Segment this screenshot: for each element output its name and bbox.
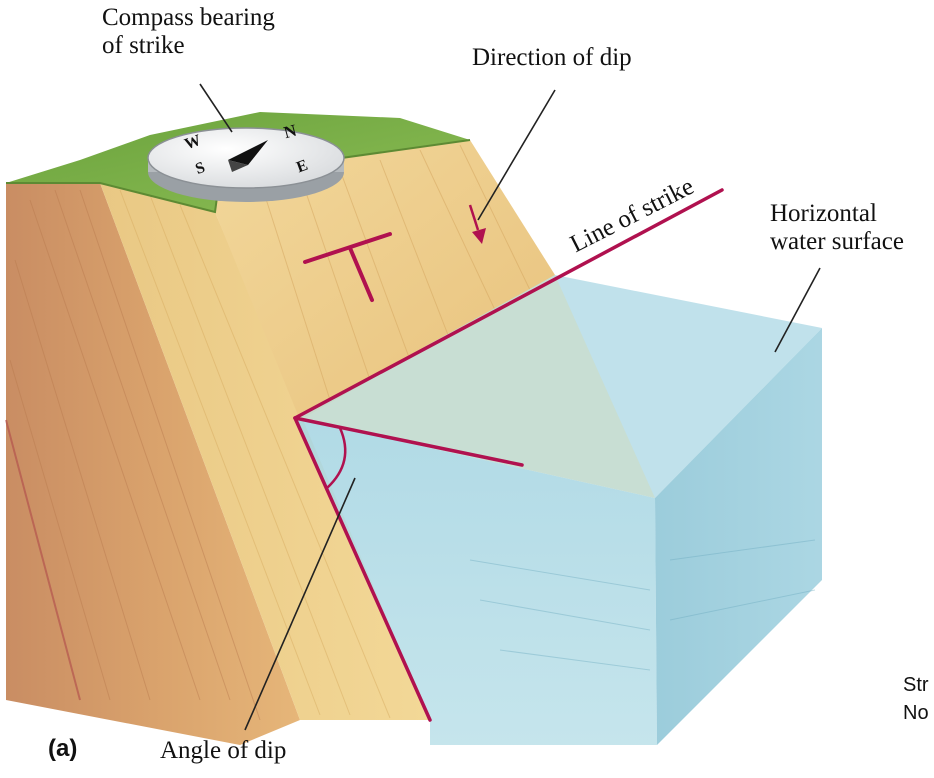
rock-left-face — [6, 183, 300, 745]
leader-compass — [199, 83, 233, 133]
rock-face-grain — [259, 144, 531, 401]
compass-needle — [228, 140, 268, 165]
leader-angle-of-dip — [244, 477, 356, 731]
rock-left-grain — [9, 189, 261, 721]
side-note-line2: No — [903, 702, 929, 724]
submerged-rock-face — [295, 275, 655, 498]
rock-middle-grain — [119, 189, 391, 719]
dip-direction-arrow — [468, 204, 486, 244]
label-angle-of-dip: Angle of dip — [160, 737, 287, 764]
leader-lines — [199, 83, 821, 731]
leader-dip-direction — [477, 89, 556, 221]
label-horizontal-line2: water surface — [770, 228, 904, 255]
structure-lines — [293, 188, 724, 722]
label-compass-line1: Compass bearing — [102, 4, 275, 31]
panel-letter: (a) — [48, 735, 78, 762]
rock-left-streak — [5, 419, 81, 701]
angle-of-dip-arc — [325, 426, 347, 490]
water-front-face — [295, 418, 657, 745]
water-top-surface — [295, 275, 822, 498]
strike-dip-symbol — [303, 232, 392, 302]
dip-plane-line — [293, 416, 432, 722]
water-side-face — [655, 328, 822, 745]
label-horizontal-line1: Horizontal — [770, 200, 877, 227]
rock-middle-band — [100, 183, 430, 720]
label-compass-bearing: Compass bearing of strike — [102, 4, 275, 60]
line-of-strike — [293, 188, 724, 420]
horizontal-dip-line — [293, 416, 524, 467]
side-note-line1: Str — [903, 674, 929, 696]
label-direction-of-dip: Direction of dip — [472, 44, 632, 71]
leader-water-surface — [774, 267, 821, 353]
compass — [147, 127, 345, 202]
rock-dip-face — [215, 140, 555, 420]
label-compass-line2: of strike — [102, 32, 185, 59]
water-ripples — [469, 539, 816, 671]
label-horizontal-water: Horizontal water surface — [770, 200, 904, 256]
